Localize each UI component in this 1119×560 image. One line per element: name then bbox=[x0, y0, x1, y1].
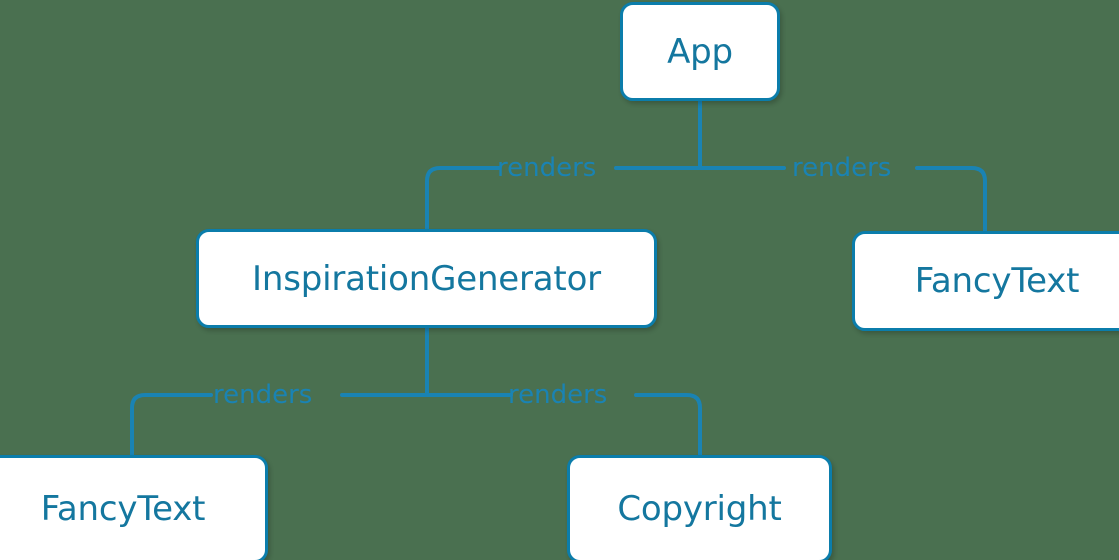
node-inspiration-generator-label: InspirationGenerator bbox=[252, 258, 601, 299]
edge-inspiration-to-copyright bbox=[425, 393, 702, 457]
edge-app-to-inspiration bbox=[425, 166, 702, 231]
node-fancytext-right[interactable]: FancyText bbox=[852, 231, 1119, 331]
node-copyright[interactable]: Copyright bbox=[567, 455, 832, 560]
edge-app-to-fancytext-right bbox=[698, 166, 987, 233]
node-copyright-label: Copyright bbox=[617, 489, 782, 529]
edge-label-app-to-inspiration: renders bbox=[497, 153, 597, 183]
node-inspiration-generator[interactable]: InspirationGenerator bbox=[196, 229, 657, 328]
node-fancytext-left[interactable]: FancyText bbox=[0, 455, 268, 560]
edge-inspiration-to-fancytext-left bbox=[130, 393, 429, 457]
node-fancytext-right-label: FancyText bbox=[914, 261, 1080, 301]
node-fancytext-left-label: FancyText bbox=[40, 489, 206, 529]
edge-label-app-to-fancytext-right: renders bbox=[792, 153, 892, 183]
edge-label-inspiration-to-fancytext-left: renders bbox=[213, 380, 313, 410]
node-app-label: App bbox=[667, 31, 733, 72]
node-app[interactable]: App bbox=[620, 2, 780, 101]
edge-label-inspiration-to-copyright: renders bbox=[508, 380, 608, 410]
